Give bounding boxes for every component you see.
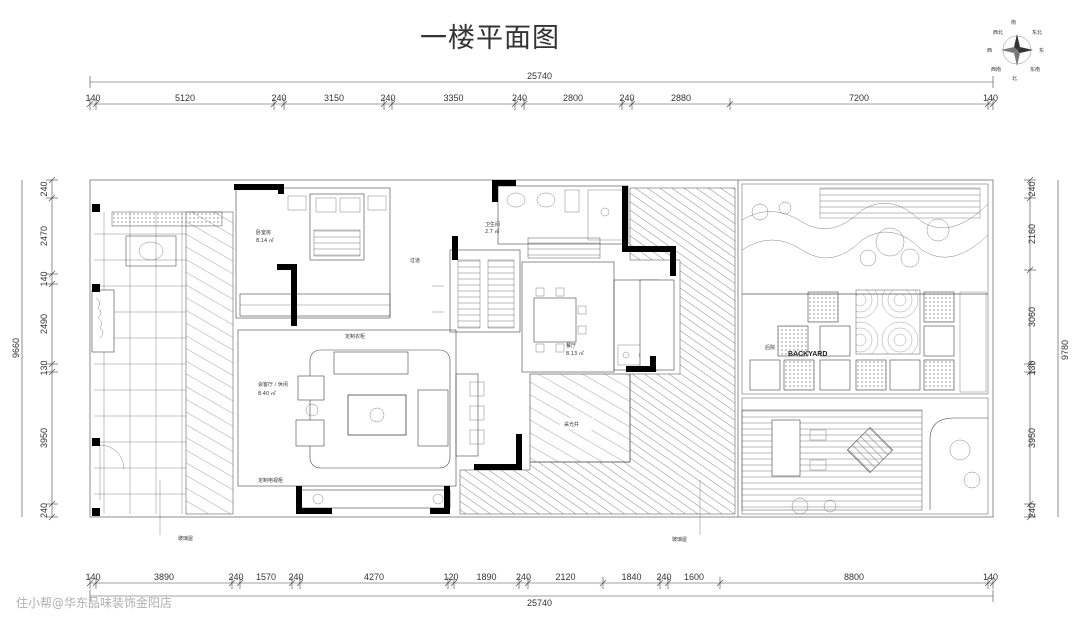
dimension-label: 140 (85, 572, 100, 582)
front-terrace: 玻璃屋 (91, 211, 234, 542)
building-outline (89, 179, 994, 518)
dimension-label: 240 (619, 93, 634, 103)
left-total-dim: 9660 (11, 338, 21, 358)
dimension-label: 130 (39, 360, 49, 375)
bathroom-label: 卫生间 (485, 221, 500, 228)
hall: 过道 (410, 249, 521, 333)
bedroom-area: 8.14 ㎡ (256, 237, 274, 244)
compass-nw: 西北 (993, 29, 1003, 36)
dimension-label: 4270 (364, 572, 384, 582)
hall-label: 过道 (410, 257, 420, 264)
compass-rose: 南 北 西 东 西北 东北 西南 东南 (987, 19, 1044, 82)
compass-se: 东南 (1030, 66, 1040, 73)
page-title: 一楼平面图 (420, 23, 560, 54)
dimension-label: 1890 (476, 572, 496, 582)
dimension-label: 3150 (324, 93, 344, 103)
dimension-label: 2490 (39, 314, 49, 334)
compass-west: 西 (987, 48, 992, 54)
living-room: 会客厅 / 休闲 8.40 ㎡ 定制电视柜 (237, 329, 485, 509)
glass-house-left-label: 玻璃屋 (178, 535, 193, 542)
dimension-label: 240 (288, 572, 303, 582)
living-room-label: 会客厅 / 休闲 (258, 381, 288, 388)
dimension-label: 7200 (849, 93, 869, 103)
dimension-label: 140 (39, 271, 49, 286)
dimension-label: 3950 (1027, 428, 1037, 448)
backyard-label: 后院 (765, 344, 775, 351)
left-dimensions: 9660 240 2470 140 2490 130 3950 240 (11, 176, 58, 521)
dimension-label: 3060 (1027, 307, 1037, 327)
dimension-label: 240 (380, 93, 395, 103)
bottom-dimensions: 140 3890 240 1570 240 4270 120 1890 240 2120 1840 2… (85, 572, 998, 608)
tv-cabinet-label: 定制电视柜 (258, 477, 283, 484)
backyard-en-label: BACKYARD (788, 351, 827, 358)
dimension-label: 8800 (844, 572, 864, 582)
dimension-label: 130 (1027, 360, 1037, 375)
dimension-label: 240 (1027, 503, 1037, 518)
sunlight-well-label: 采光井 (564, 421, 579, 428)
right-dimensions: 9780 240 2160 3060 130 3950 240 (1024, 176, 1070, 521)
watermark: 住小帮@华东品味装饰金阳店 (16, 596, 173, 610)
bedroom: 卧室房 8.14 ㎡ 定制衣柜 (235, 187, 391, 340)
bathroom: 卫生间 2.7 ㎡ (485, 185, 629, 259)
dimension-label: 1840 (621, 572, 641, 582)
dining-label: 餐厅 (566, 342, 576, 349)
dimension-label: 140 (85, 93, 100, 103)
top-dimensions: 25740 140 5120 240 3150 240 3350 240 2800 240 288… (85, 71, 998, 110)
compass-sw: 西南 (991, 66, 1001, 73)
cabinet-label: 定制衣柜 (345, 333, 365, 340)
compass-north: 南 (1011, 19, 1016, 26)
dimension-label: 240 (516, 572, 531, 582)
dimension-label: 2470 (39, 226, 49, 246)
dimension-label: 1600 (684, 572, 704, 582)
dimension-label: 3350 (443, 93, 463, 103)
dimension-label: 240 (271, 93, 286, 103)
compass-east: 东 (1039, 47, 1044, 54)
side-yard: 玻璃屋 (459, 187, 736, 543)
dimension-label: 120 (443, 572, 458, 582)
right-total-dim: 9780 (1060, 340, 1070, 360)
dimension-label: 1570 (256, 572, 276, 582)
dimension-label: 240 (39, 181, 49, 196)
bedroom-label: 卧室房 (256, 229, 271, 236)
dimension-label: 3950 (39, 428, 49, 448)
compass-south: 北 (1012, 75, 1017, 82)
dimension-label: 240 (656, 572, 671, 582)
sunlight-well: 采光井 (529, 373, 631, 463)
glass-house-right-label: 玻璃屋 (672, 536, 687, 543)
dimension-label: 2800 (563, 93, 583, 103)
top-total-dim: 25740 (527, 71, 552, 81)
dimension-label: 140 (983, 572, 998, 582)
dining: 餐厅 8.13 ㎡ (521, 261, 659, 373)
dimension-label: 2160 (1027, 224, 1037, 244)
dimension-label: 2120 (555, 572, 575, 582)
dimension-label: 240 (1027, 181, 1037, 196)
bottom-total-dim: 25740 (527, 598, 552, 608)
dimension-label: 240 (512, 93, 527, 103)
dimension-label: 140 (983, 93, 998, 103)
compass-ne: 东北 (1032, 29, 1042, 36)
dimension-label: 3890 (154, 572, 174, 582)
dimension-label: 240 (39, 503, 49, 518)
dimension-label: 5120 (175, 93, 195, 103)
living-room-area: 8.40 ㎡ (258, 390, 276, 397)
dimension-label: 240 (228, 572, 243, 582)
bathroom-area: 2.7 ㎡ (485, 228, 500, 235)
dimension-label: 2880 (671, 93, 691, 103)
dining-area: 8.13 ㎡ (566, 350, 584, 357)
backyard: 后院 BACKYARD (741, 183, 989, 515)
structural-walls (92, 180, 676, 516)
